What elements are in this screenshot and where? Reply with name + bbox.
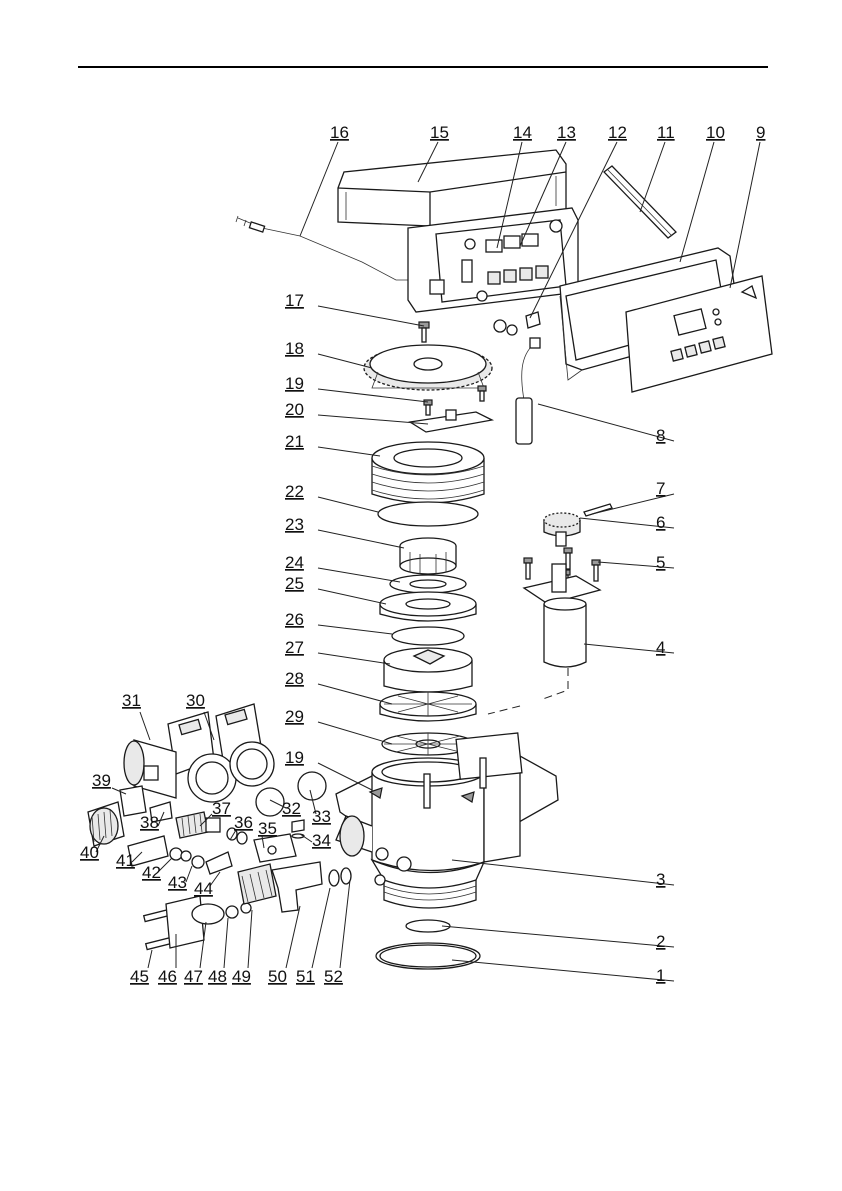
- part-label-4: 4: [656, 638, 665, 657]
- part-label-42: 42: [142, 863, 161, 882]
- leader-line-17: [318, 306, 424, 326]
- part-label-2: 2: [656, 932, 665, 951]
- part-label-20: 20: [285, 400, 304, 419]
- leader-line-48: [224, 918, 228, 968]
- leader-line-1: [452, 960, 674, 981]
- leader-line-51: [312, 888, 330, 968]
- part-label-32: 32: [282, 799, 301, 818]
- part-30-31-bypass: [124, 704, 274, 802]
- part-label-46: 46: [158, 967, 177, 986]
- leader-line-49: [248, 910, 252, 968]
- part-27-cam: [384, 648, 472, 692]
- part-label-39: 39: [92, 771, 111, 790]
- part-label-16: 16: [330, 123, 349, 142]
- leader-line-11: [640, 142, 665, 212]
- leader-line-9: [730, 142, 760, 288]
- part-label-29: 29: [285, 707, 304, 726]
- part-label-22: 22: [285, 482, 304, 501]
- leader-line-29: [318, 722, 392, 744]
- part-label-25: 25: [285, 574, 304, 593]
- leader-line-25: [318, 589, 386, 604]
- part-label-3: 3: [656, 870, 665, 889]
- leader-line-2: [442, 926, 674, 947]
- leader-line-26: [318, 625, 392, 634]
- part-11-ribbon: [604, 166, 676, 238]
- part-21-threaded-cap: [372, 442, 484, 503]
- part-24-washer: [390, 575, 466, 593]
- part-label-51: 51: [296, 967, 315, 986]
- part-label-49: 49: [232, 967, 251, 986]
- part-label-24: 24: [285, 553, 304, 572]
- part-label-10: 10: [706, 123, 725, 142]
- leader-line-22: [318, 497, 378, 512]
- part-label-13: 13: [557, 123, 576, 142]
- part-label-21: 21: [285, 432, 304, 451]
- part-label-19: 19: [285, 748, 304, 767]
- leader-line-45: [148, 950, 152, 968]
- part-22-o-ring: [378, 502, 478, 526]
- part-19-20-plate: [410, 386, 492, 432]
- leader-line-16: [300, 142, 338, 236]
- part-label-38: 38: [140, 813, 159, 832]
- part-label-27: 27: [285, 638, 304, 657]
- part-label-15: 15: [430, 123, 449, 142]
- leader-line-23: [318, 530, 404, 548]
- part-label-18: 18: [285, 339, 304, 358]
- part-3-valve-body: [336, 733, 558, 908]
- part-label-9: 9: [756, 123, 765, 142]
- part-16-cable: [236, 216, 420, 280]
- part-label-41: 41: [116, 851, 135, 870]
- part-label-6: 6: [656, 513, 665, 532]
- part-label-5: 5: [656, 553, 665, 572]
- leader-line-10: [680, 142, 714, 262]
- leader-line-19: [318, 389, 428, 402]
- leader-line-28: [318, 684, 392, 704]
- part-label-26: 26: [285, 610, 304, 629]
- leader-line-52: [340, 880, 350, 968]
- part-label-33: 33: [312, 807, 331, 826]
- part-label-34: 34: [312, 831, 331, 850]
- part-label-36: 36: [234, 813, 253, 832]
- part-label-45: 45: [130, 967, 149, 986]
- part-label-52: 52: [324, 967, 343, 986]
- part-4-7-motor: [488, 504, 612, 714]
- leader-line-31: [140, 712, 150, 740]
- leader-line-21: [318, 447, 380, 456]
- part-12-connectors: [494, 312, 540, 335]
- part-label-23: 23: [285, 515, 304, 534]
- part-18-main-gear: [364, 345, 492, 390]
- leader-line-18: [318, 354, 372, 368]
- part-label-47: 47: [184, 967, 203, 986]
- part-label-43: 43: [168, 873, 187, 892]
- part-26-o-ring: [392, 627, 464, 645]
- part-label-44: 44: [194, 879, 213, 898]
- leader-line-3: [452, 860, 674, 885]
- part-label-28: 28: [285, 669, 304, 688]
- part-label-17: 17: [285, 291, 304, 310]
- part-label-40: 40: [80, 843, 99, 862]
- part-23-bearing: [400, 538, 456, 574]
- part-label-50: 50: [268, 967, 287, 986]
- part-label-19: 19: [285, 374, 304, 393]
- part-label-14: 14: [513, 123, 532, 142]
- part-8-sensor: [516, 338, 540, 444]
- part-28-disc: [380, 692, 476, 721]
- leader-line-8: [538, 404, 674, 441]
- part-label-1: 1: [656, 966, 665, 985]
- part-label-48: 48: [208, 967, 227, 986]
- part-label-12: 12: [608, 123, 627, 142]
- leader-line-20: [318, 415, 428, 424]
- part-label-31: 31: [122, 691, 141, 710]
- leader-line-24: [318, 568, 400, 582]
- leader-line-50: [286, 906, 300, 968]
- part-label-11: 11: [657, 123, 675, 142]
- part-label-8: 8: [656, 426, 665, 445]
- part-label-30: 30: [186, 691, 205, 710]
- part-label-7: 7: [656, 479, 665, 498]
- part-25-ring-disc: [380, 592, 476, 621]
- part-label-37: 37: [212, 799, 231, 818]
- part-label-35: 35: [258, 819, 277, 838]
- leader-line-27: [318, 653, 390, 664]
